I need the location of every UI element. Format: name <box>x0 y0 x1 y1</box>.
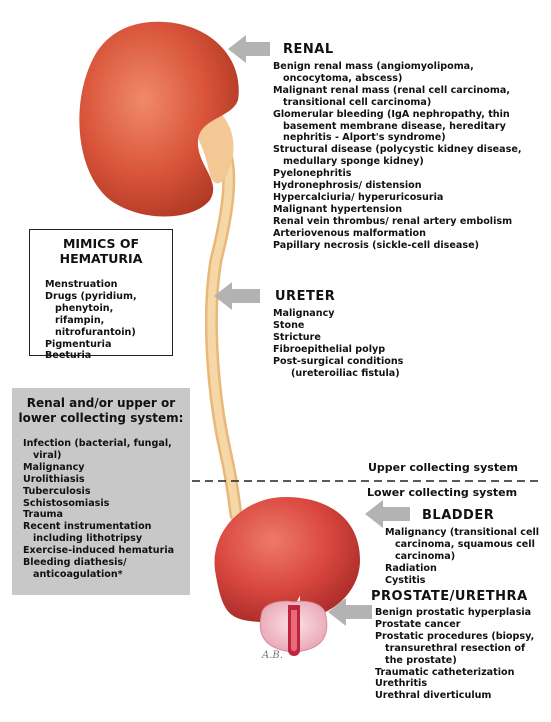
list-item: Recent instrumentation including lithotr… <box>23 521 152 545</box>
bladder <box>214 497 360 623</box>
bladder-list: Malignancy (transitional cell carcinoma,… <box>385 527 545 587</box>
list-item: Malignancy (transitional cell carcinoma,… <box>385 527 540 562</box>
renal-list: Benign renal mass (angiomyolipoma, oncoc… <box>273 61 545 252</box>
list-item: Fibroepithelial polyp <box>273 343 386 355</box>
list-item: Hypercalciuria/ hyperuricosuria <box>273 191 444 203</box>
list-item: Cystitis <box>385 574 426 586</box>
list-item: Pyelonephritis <box>273 168 352 180</box>
list-item: Arteriovenous malformation <box>273 227 426 239</box>
list-item: Stone <box>273 319 305 331</box>
list-item: Traumatic catheterization <box>375 666 515 678</box>
list-item: Radiation <box>385 562 437 574</box>
list-item: Benign renal mass (angiomyolipoma, oncoc… <box>273 61 474 84</box>
renal-heading: RENAL <box>283 42 334 57</box>
list-item: Stricture <box>273 331 321 343</box>
list-item: Drugs (pyridium, phenytoin, rifampin, ni… <box>45 290 137 338</box>
artist-signature: A.B. <box>262 650 283 661</box>
list-item: Malignancy <box>273 308 335 319</box>
mimics-list: Menstruation Drugs (pyridium, phenytoin,… <box>45 279 165 362</box>
list-item: Glomerular bleeding (IgA nephropathy, th… <box>273 108 510 144</box>
kidney <box>79 21 239 217</box>
list-item: Trauma <box>23 509 63 521</box>
bladder-arrow <box>365 500 410 528</box>
list-item: Urolithiasis <box>23 473 85 485</box>
prostate-urethra-list: Benign prostatic hyperplasia Prostate ca… <box>375 607 545 702</box>
upper-collecting-system-label: Upper collecting system <box>368 461 519 474</box>
mimics-of-hematuria-box: MIMICS OF HEMATURIA Menstruation Drugs (… <box>29 229 173 361</box>
list-item: Post-surgical conditions (ureteroiliac f… <box>273 355 404 379</box>
list-item: Prostate cancer <box>375 618 461 630</box>
renal-arrow <box>228 35 270 63</box>
list-item: Papillary necrosis (sickle-cell disease) <box>273 239 479 251</box>
prostate-arrow <box>328 598 372 626</box>
ureter-list: Malignancy Stone Stricture Fibroepitheli… <box>273 308 453 379</box>
list-item: Beeturia <box>45 350 92 362</box>
mimics-heading: MIMICS OF HEMATURIA <box>59 236 143 266</box>
collecting-system-box: Renal and/or upper or lower collecting s… <box>12 388 190 595</box>
collecting-system-heading: Renal and/or upper or lower collecting s… <box>18 396 184 425</box>
list-item: Exercise-induced hematuria <box>23 545 175 557</box>
list-item: Malignancy <box>23 461 85 473</box>
prostate-urethra-heading: PROSTATE/URETHRA <box>371 589 528 604</box>
collecting-system-list: Infection (bacterial, fungal, viral) Mal… <box>23 438 185 581</box>
ureter-heading: URETER <box>275 289 336 304</box>
bladder-heading: BLADDER <box>422 508 495 523</box>
lower-collecting-system-label: Lower collecting system <box>367 486 518 499</box>
list-item: Pigmenturia <box>45 338 112 350</box>
list-item: Benign prostatic hyperplasia <box>375 607 532 618</box>
list-item: Malignant renal mass (renal cell carcino… <box>273 84 510 108</box>
list-item: Renal vein thrombus/ renal artery emboli… <box>273 215 513 227</box>
list-item: Bleeding diathesis/ anticoagulation* <box>23 557 127 580</box>
ureter-arrow <box>214 282 260 310</box>
list-item: Urethral diverticulum <box>375 690 492 702</box>
list-item: Tuberculosis <box>23 485 91 497</box>
list-item: Menstruation <box>45 279 118 290</box>
list-item: Infection (bacterial, fungal, viral) <box>23 438 172 461</box>
list-item: Hydronephrosis/ distension <box>273 180 422 192</box>
list-item: Urethritis <box>375 678 428 690</box>
list-item: Schistosomiasis <box>23 497 110 509</box>
list-item: Structural disease (polycystic kidney di… <box>273 144 522 168</box>
list-item: Prostatic procedures (biopsy, transureth… <box>375 630 535 666</box>
list-item: Malignant hypertension <box>273 203 403 215</box>
